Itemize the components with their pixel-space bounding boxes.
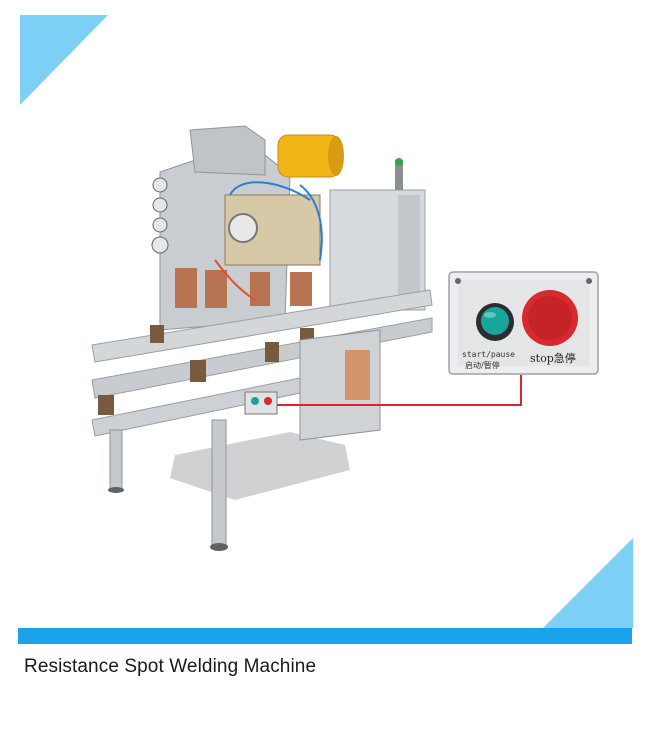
- electrode-4: [290, 272, 312, 306]
- electrode-2: [205, 270, 227, 308]
- accent-bar: [18, 628, 632, 644]
- image-caption: Resistance Spot Welding Machine: [24, 656, 317, 677]
- base-plate: [170, 432, 350, 500]
- control-panel-inset: [448, 271, 599, 375]
- electrode-3: [250, 272, 270, 306]
- stop-label: stop急停: [530, 351, 576, 365]
- leg-front: [211, 419, 227, 546]
- start-label-cn: 启动/暂停: [465, 360, 500, 370]
- corner-triangle-top-left: [20, 15, 108, 105]
- button-box: [244, 391, 278, 415]
- welding-machine-photo: start/pause 启动/暂停 stop急停: [88, 118, 633, 558]
- callout-line: [277, 375, 522, 406]
- leg-left: [109, 429, 123, 491]
- electrode-1: [175, 268, 197, 308]
- rail-front: [91, 289, 433, 363]
- start-label-en: start/pause: [462, 350, 515, 359]
